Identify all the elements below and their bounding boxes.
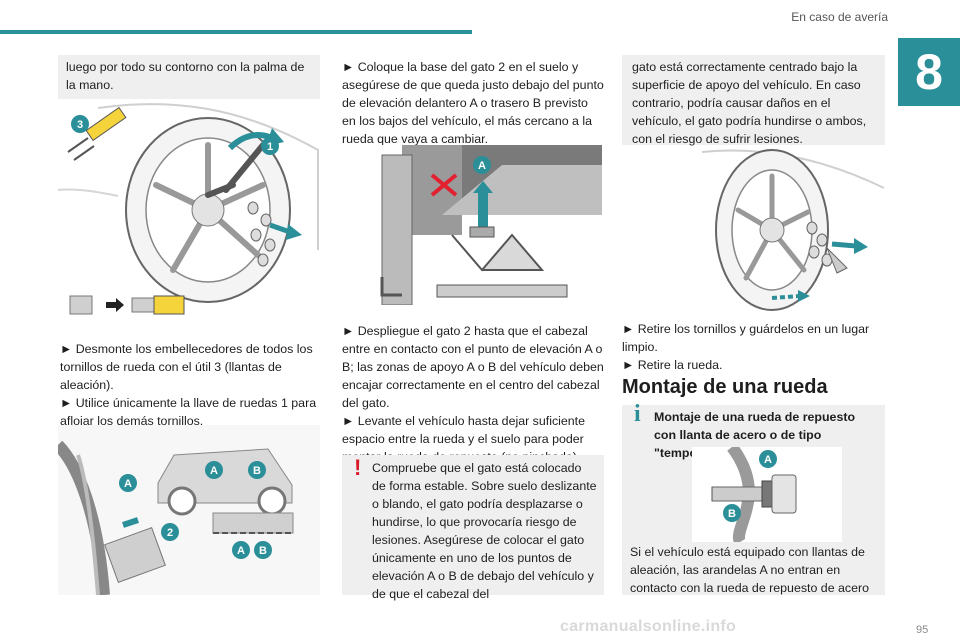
- spare-wheel-info-box: i Montaje de una rueda de repuesto con l…: [622, 401, 885, 595]
- info-callout-a: A: [764, 454, 772, 466]
- step-loosen-bolts: ► Utilice únicamente la llave de ruedas …: [60, 396, 317, 428]
- intro-text: luego por todo su contorno con la palma …: [66, 60, 305, 92]
- section-heading: Montaje de una rueda: [622, 376, 828, 398]
- step-deploy-jack: ► Despliegue el gato 2 hasta que el cabe…: [342, 324, 604, 410]
- fig-jack-callout-a: A: [478, 160, 486, 172]
- column2-step1: ► Coloque la base del gato 2 en el suelo…: [342, 60, 604, 146]
- warning-continuation-text: gato está correctamente centrado bajo la…: [632, 60, 867, 146]
- wheel-bolt-figure: A B: [692, 447, 842, 542]
- callout-1-marker: [261, 137, 279, 155]
- column2-steps: ► Despliegue el gato 2 hasta que el cabe…: [342, 322, 604, 466]
- fig2-callout-a2: A: [210, 465, 218, 477]
- info-callout-b: B: [728, 508, 736, 520]
- section-title: En caso de avería: [791, 10, 888, 24]
- watermark: carmanualsonline.info: [560, 618, 737, 635]
- jack-under-car-figure: A: [342, 145, 604, 305]
- wheel-removal-figure: [622, 148, 885, 313]
- fig2-callout-b2: B: [259, 545, 267, 557]
- step-remove-wheel: ► Retire la rueda.: [622, 358, 723, 372]
- intro-box: luego por todo su contorno con la palma …: [58, 55, 320, 99]
- warning-icon: !: [354, 455, 362, 480]
- step-remove-covers: ► Desmonte los embellecedores de todos l…: [60, 342, 313, 392]
- warning-text: Compruebe que el gato está colocado de f…: [372, 461, 597, 601]
- step-store-bolts: ► Retire los tornillos y guárdelos en un…: [622, 322, 870, 354]
- info-text: Si el vehículo está equipado con llantas…: [630, 545, 870, 595]
- fig2-callout-a: A: [124, 478, 132, 490]
- header-accent-bar: [0, 30, 472, 34]
- jack-placement-figure: A 2 A B A B: [58, 425, 320, 595]
- page-number: 95: [916, 624, 929, 636]
- fig2-callout-b: B: [253, 465, 261, 477]
- callout-1: 1: [267, 141, 273, 153]
- column3-steps: ► Retire los tornillos y guárdelos en un…: [622, 320, 885, 374]
- info-icon: i: [634, 401, 641, 427]
- callout-3: 3: [77, 119, 83, 131]
- jack-warning-box: ! Compruebe que el gato está colocado de…: [342, 455, 604, 601]
- fig2-callout-2: 2: [167, 527, 173, 539]
- column1-steps: ► Desmonte los embellecedores de todos l…: [60, 340, 322, 430]
- info-title: Montaje de una rueda de repuesto con lla…: [654, 410, 856, 460]
- callout-3-marker: [71, 115, 89, 133]
- warning-continuation-box: gato está correctamente centrado bajo la…: [622, 55, 885, 146]
- fig2-callout-a3: A: [237, 545, 245, 557]
- chapter-badge: 8: [898, 38, 960, 106]
- wheel-covers-figure: 3 1: [58, 100, 320, 335]
